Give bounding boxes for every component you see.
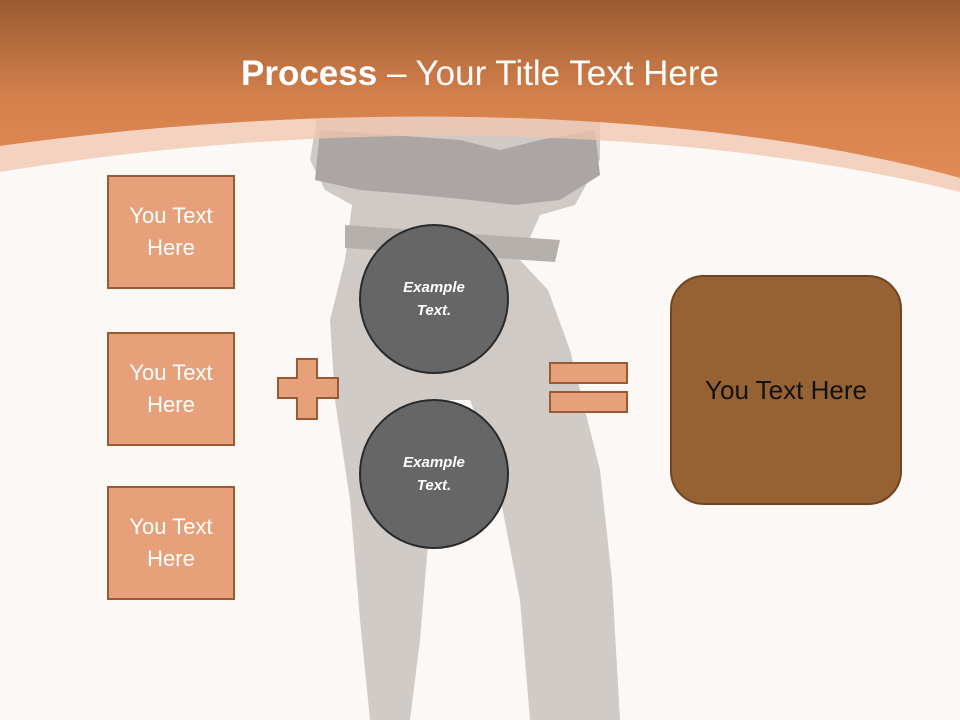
title-rest: – Your Title Text Here bbox=[377, 54, 719, 93]
example-circle-1: Example Text. bbox=[359, 224, 509, 374]
text-box-2: You Text Here bbox=[107, 332, 235, 446]
example-circle-2: Example Text. bbox=[359, 399, 509, 549]
header-wave bbox=[0, 116, 960, 192]
page-title: Process – Your Title Text Here bbox=[0, 52, 960, 96]
title-bold: Process bbox=[241, 54, 378, 93]
plus-icon bbox=[277, 358, 339, 420]
equals-icon bbox=[549, 362, 628, 413]
result-box: You Text Here bbox=[670, 275, 902, 505]
text-box-3: You Text Here bbox=[107, 486, 235, 600]
text-box-1: You Text Here bbox=[107, 175, 235, 289]
header-band bbox=[0, 0, 960, 178]
